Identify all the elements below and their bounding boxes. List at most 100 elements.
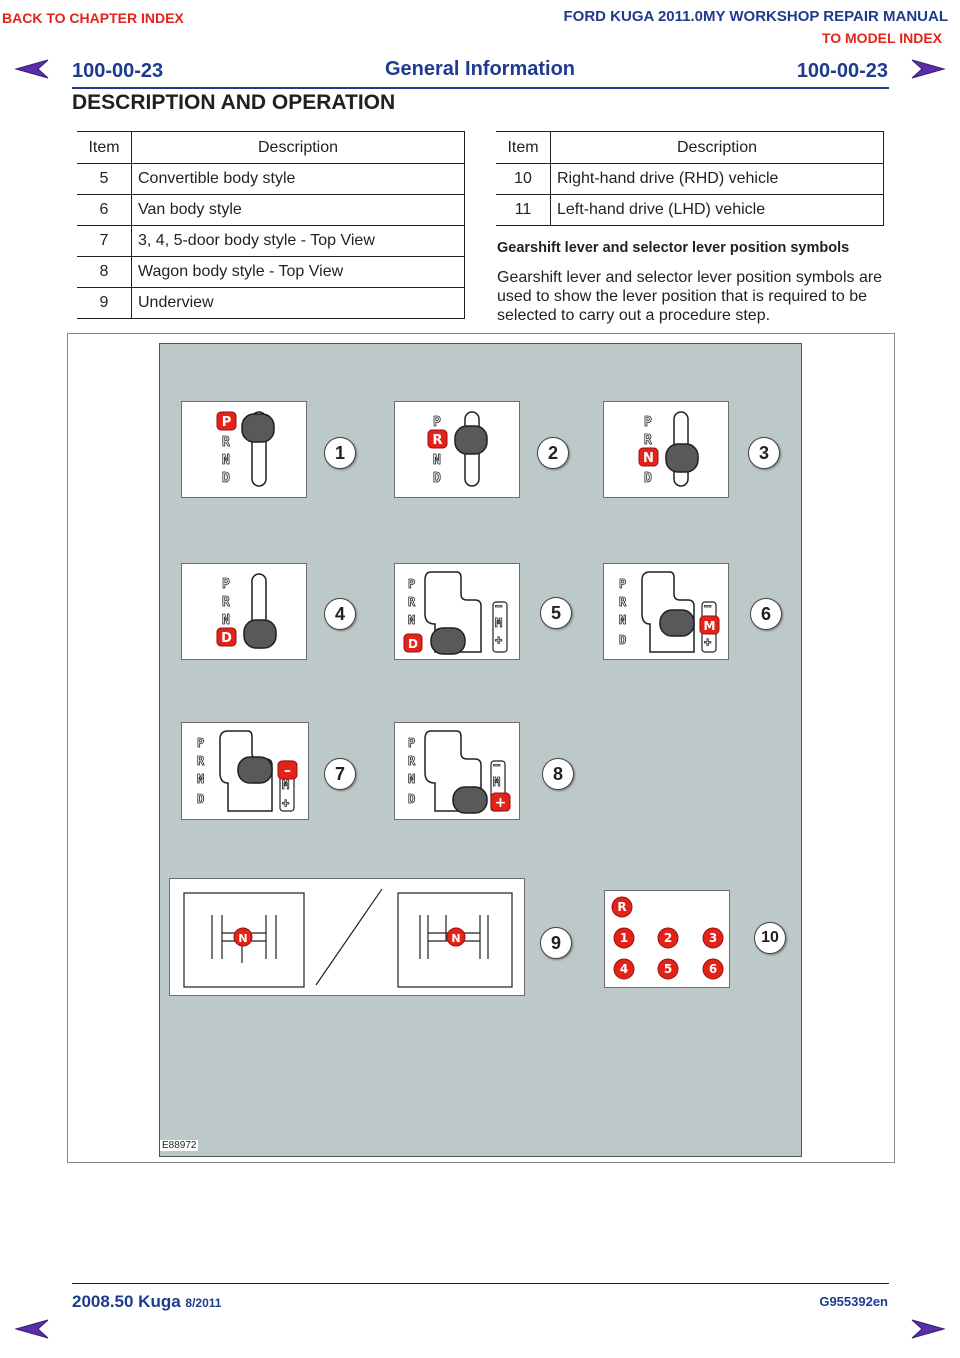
item-number: 9 (77, 287, 132, 319)
svg-text:N: N (643, 451, 654, 466)
callout-6: 6 (750, 598, 782, 630)
selector-lever-drive-icon: PRN D (216, 573, 277, 649)
svg-text:P: P (222, 577, 230, 592)
svg-text:R: R (644, 433, 652, 448)
previous-page-arrow-icon[interactable] (14, 1318, 50, 1340)
footer-model: 2008.50 Kuga 8/2011 (72, 1292, 221, 1312)
callout-7: 7 (324, 758, 356, 790)
svg-text:D: D (433, 471, 441, 486)
item-description: Convertible body style (131, 163, 465, 195)
callout-2: 2 (537, 437, 569, 469)
svg-text:D: D (644, 471, 652, 486)
svg-text:D: D (408, 637, 418, 651)
item-number: 5 (77, 163, 132, 195)
svg-text:D: D (221, 631, 232, 646)
svg-text:P: P (408, 577, 415, 591)
item-number: 11 (496, 194, 551, 226)
selector-lever-reverse-icon: PND R (427, 411, 488, 487)
item-description: Underview (131, 287, 465, 319)
item-description: 3, 4, 5-door body style - Top View (131, 225, 465, 257)
item-number: 6 (77, 194, 132, 226)
svg-text:P: P (408, 736, 415, 750)
callout-5: 5 (540, 597, 572, 629)
item-description: Right-hand drive (RHD) vehicle (550, 163, 884, 195)
footer-date: 8/2011 (185, 1296, 222, 1310)
section-title: General Information (384, 58, 576, 80)
column-header-description: Description (550, 131, 884, 164)
svg-text:P: P (197, 736, 204, 750)
svg-text:N: N (197, 772, 204, 786)
selector-lever-park-icon: RND P (216, 411, 275, 487)
item-number: 10 (496, 163, 551, 195)
next-page-arrow-icon[interactable] (910, 1318, 946, 1340)
item-number: 7 (77, 225, 132, 257)
manual-gear-positions-icon: R 1 2 3 4 5 6 (611, 896, 724, 980)
svg-text:R: R (222, 435, 230, 450)
svg-text:+: + (495, 633, 502, 647)
svg-text:D: D (197, 792, 204, 806)
svg-text:M: M (704, 619, 716, 633)
svg-text:N: N (408, 613, 415, 627)
selector-lever-neutral-icon: PRD N (638, 411, 699, 487)
svg-text:N: N (222, 613, 230, 628)
item-description: Van body style (131, 194, 465, 226)
column-header-item: Item (496, 131, 551, 164)
svg-text:N: N (451, 932, 460, 945)
callout-1: 1 (324, 437, 356, 469)
svg-text:5: 5 (664, 962, 672, 976)
page-heading: DESCRIPTION AND OPERATION (72, 91, 396, 114)
item-description: Wagon body style - Top View (131, 256, 465, 288)
svg-text:R: R (408, 595, 416, 609)
svg-text:N: N (408, 772, 415, 786)
svg-text:R: R (617, 900, 626, 914)
svg-text:M: M (282, 778, 289, 792)
callout-3: 3 (748, 437, 780, 469)
figure-panel-10: R 1 2 3 4 5 6 (604, 890, 730, 988)
svg-text:D: D (222, 471, 230, 486)
page-number-left: 100-00-23 (72, 60, 164, 82)
gearshift-neutral-icon: N N (183, 888, 513, 988)
back-to-chapter-index-link[interactable]: BACK TO CHAPTER INDEX (2, 10, 184, 26)
footer-code: G955392en (819, 1294, 888, 1309)
svg-text:N: N (238, 932, 247, 945)
svg-text:R: R (197, 754, 205, 768)
previous-page-arrow-icon[interactable] (14, 58, 50, 80)
to-model-index-link[interactable]: TO MODEL INDEX (821, 30, 942, 46)
figure-id: E88972 (160, 1140, 199, 1151)
svg-text:N: N (619, 613, 626, 627)
section-subheading: Gearshift lever and selector lever posit… (497, 240, 850, 256)
svg-text:M: M (495, 616, 502, 630)
svg-text:R: R (619, 595, 627, 609)
callout-8: 8 (542, 758, 574, 790)
next-page-arrow-icon[interactable] (910, 58, 946, 80)
svg-text:+: + (704, 635, 711, 649)
svg-text:N: N (433, 453, 441, 468)
callout-10: 10 (754, 922, 786, 954)
svg-text:2: 2 (664, 931, 672, 945)
footer-rule (72, 1283, 889, 1284)
svg-text:R: R (222, 595, 230, 610)
svg-text:3: 3 (709, 931, 717, 945)
svg-text:D: D (408, 792, 415, 806)
selector-lever-drive-manual-gate-icon: PRN M+− D (403, 571, 508, 655)
svg-text:–: – (284, 763, 291, 779)
item-description: Left-hand drive (LHD) vehicle (550, 194, 884, 226)
svg-text:R: R (408, 754, 416, 768)
svg-text:−: − (493, 758, 500, 772)
